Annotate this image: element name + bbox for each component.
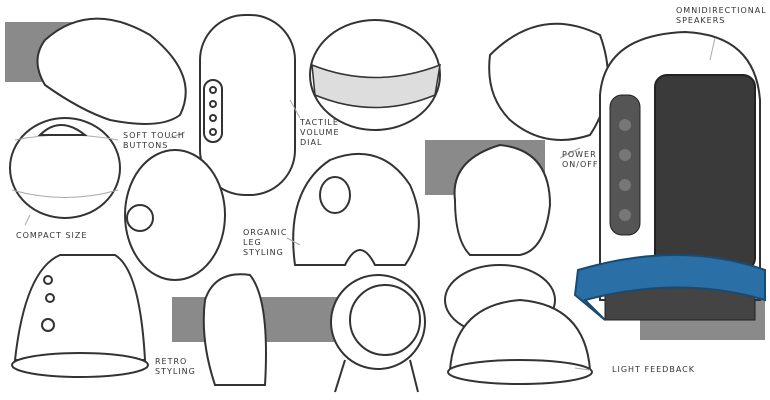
speaker-grille (654, 74, 756, 271)
soft-touch-button-strip (203, 79, 223, 143)
rotation-arrow-ring (573, 254, 766, 321)
annotation-soft-touch-buttons: Soft Touch Buttons (123, 131, 185, 150)
cone-speaker (13, 254, 147, 361)
power-button-strip (609, 94, 641, 236)
annotation-compact-size: Compact Size (16, 231, 88, 240)
annotation-omnidirectional-speakers: Omnidirectional Speakers (676, 6, 767, 25)
tall-capsule-speaker (199, 14, 296, 196)
annotation-organic-leg-styling: Organic Leg Styling (243, 228, 288, 257)
annotation-light-feedback: Light Feedback (612, 365, 695, 374)
dome-speaker (488, 22, 609, 141)
compact-sphere-speaker (9, 117, 121, 219)
annotation-tactile-volume-dial: Tactile Volume Dial (300, 118, 340, 147)
tactile-dial-mesh (311, 63, 441, 109)
annotation-power-on-off: Power On/Off (562, 150, 599, 169)
retro-speaker-left (202, 273, 267, 386)
annotation-retro-styling: Retro Styling (155, 357, 196, 376)
helmet-speaker (36, 17, 187, 125)
organic-leg-speaker (292, 152, 420, 266)
light-feedback-speaker (448, 298, 592, 371)
handle (37, 124, 88, 136)
egg-speaker (124, 149, 226, 281)
arch-speaker (453, 143, 552, 256)
